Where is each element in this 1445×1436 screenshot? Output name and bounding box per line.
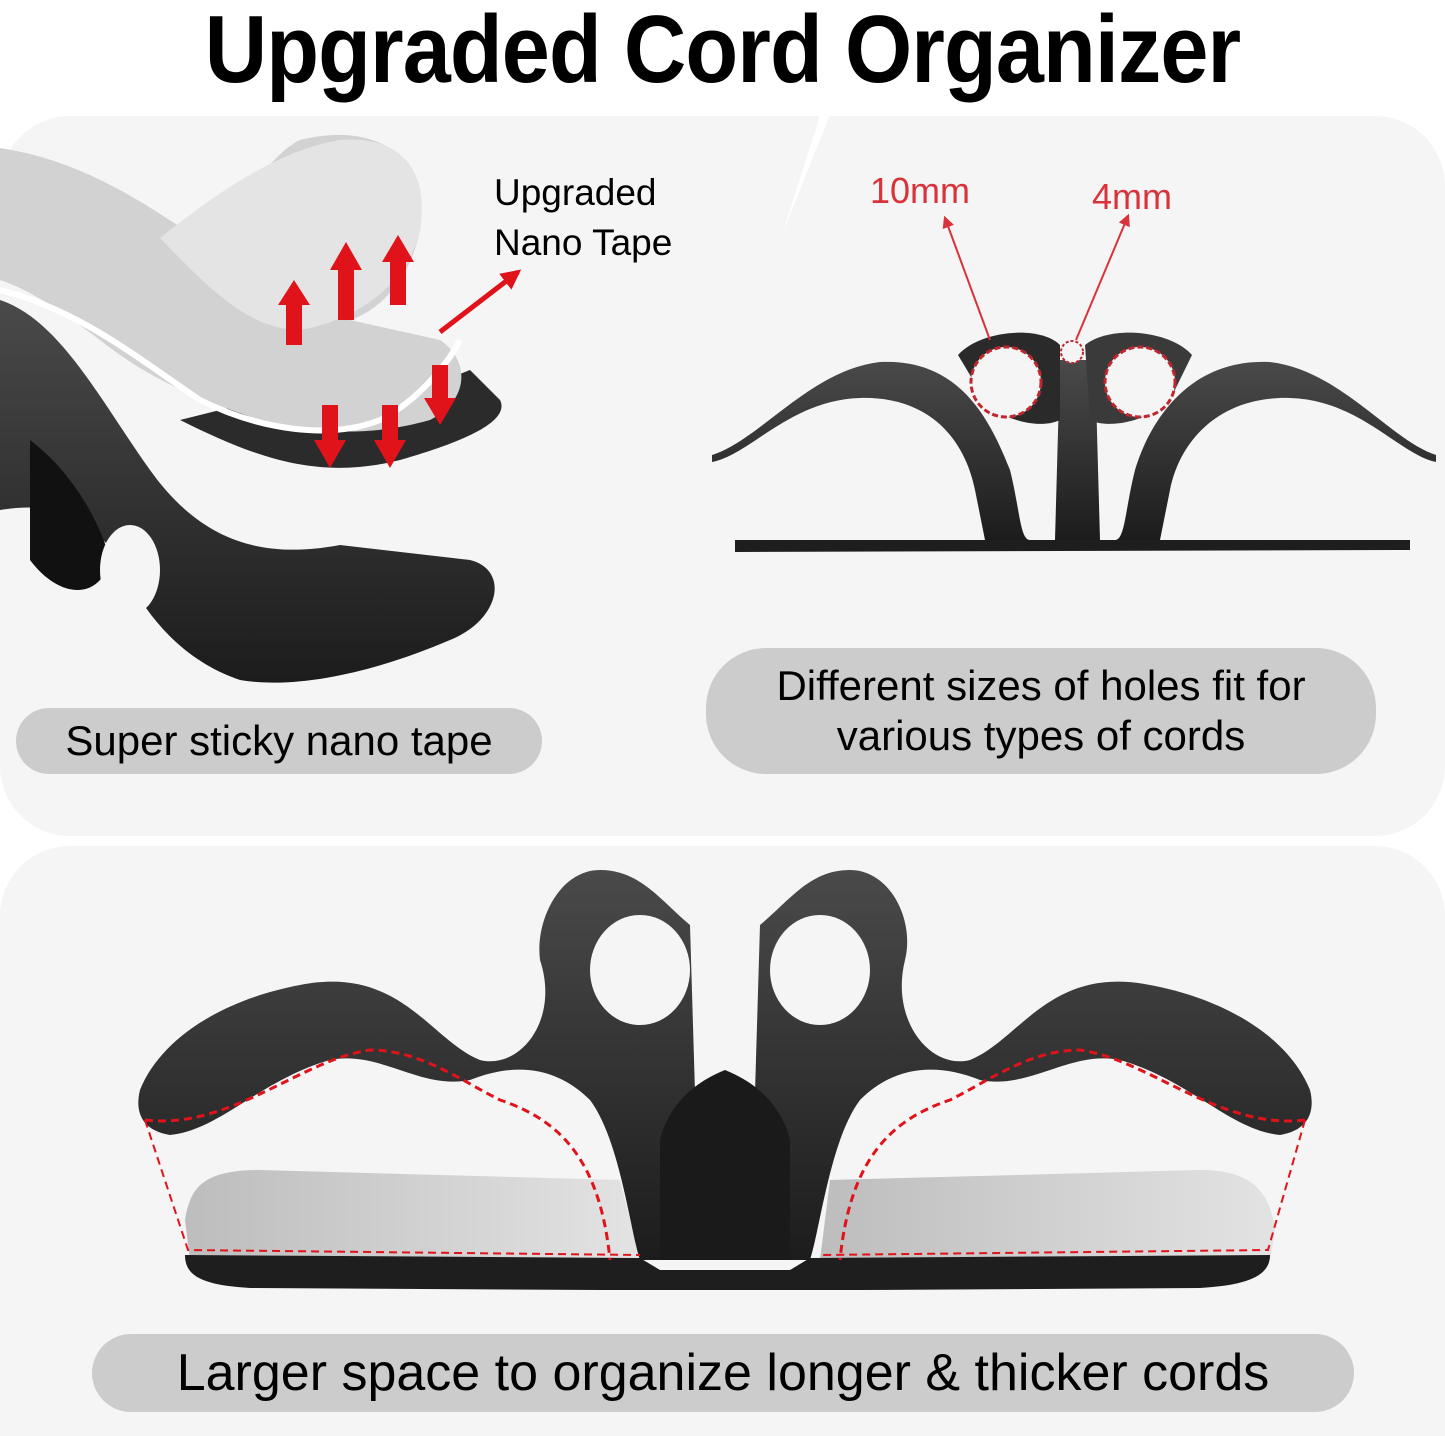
caption-line-2: various types of cords <box>836 712 1246 759</box>
caption-text: Larger space to organize longer & thicke… <box>176 1344 1270 1402</box>
dashed-circle-icon <box>1103 345 1177 419</box>
dashed-outline-left <box>144 1048 612 1261</box>
caption-line-1: Different sizes of holes fit for <box>776 662 1306 709</box>
larger-space-illustration <box>138 870 1312 1290</box>
arrow-down-icon <box>314 365 456 468</box>
nano-tape-illustration <box>0 134 522 683</box>
callout-line-2: Nano Tape <box>494 222 673 263</box>
measurement-10mm: 10mm <box>870 170 971 211</box>
dashed-outline-right <box>838 1048 1306 1261</box>
pointer-arrow-icon <box>1075 213 1130 341</box>
callout-line-1: Upgraded <box>494 172 657 213</box>
arrow-up-icon <box>278 235 414 345</box>
dashed-circle-icon <box>969 345 1043 419</box>
caption-nano-tape: Super sticky nano tape <box>16 708 542 774</box>
pointer-arrow-icon <box>438 269 522 334</box>
nano-tape-callout: Upgraded Nano Tape <box>494 168 672 268</box>
page-title: Upgraded Cord Organizer <box>204 0 1241 103</box>
dashed-circle-icon <box>1060 340 1084 364</box>
pointer-arrow-icon <box>942 215 991 341</box>
caption-larger-space: Larger space to organize longer & thicke… <box>92 1334 1354 1412</box>
hole-sizes-illustration <box>712 213 1436 552</box>
caption-hole-sizes: Different sizes of holes fit for various… <box>706 648 1376 774</box>
measurement-4mm: 4mm <box>1092 176 1172 217</box>
caption-text: Super sticky nano tape <box>65 717 493 764</box>
